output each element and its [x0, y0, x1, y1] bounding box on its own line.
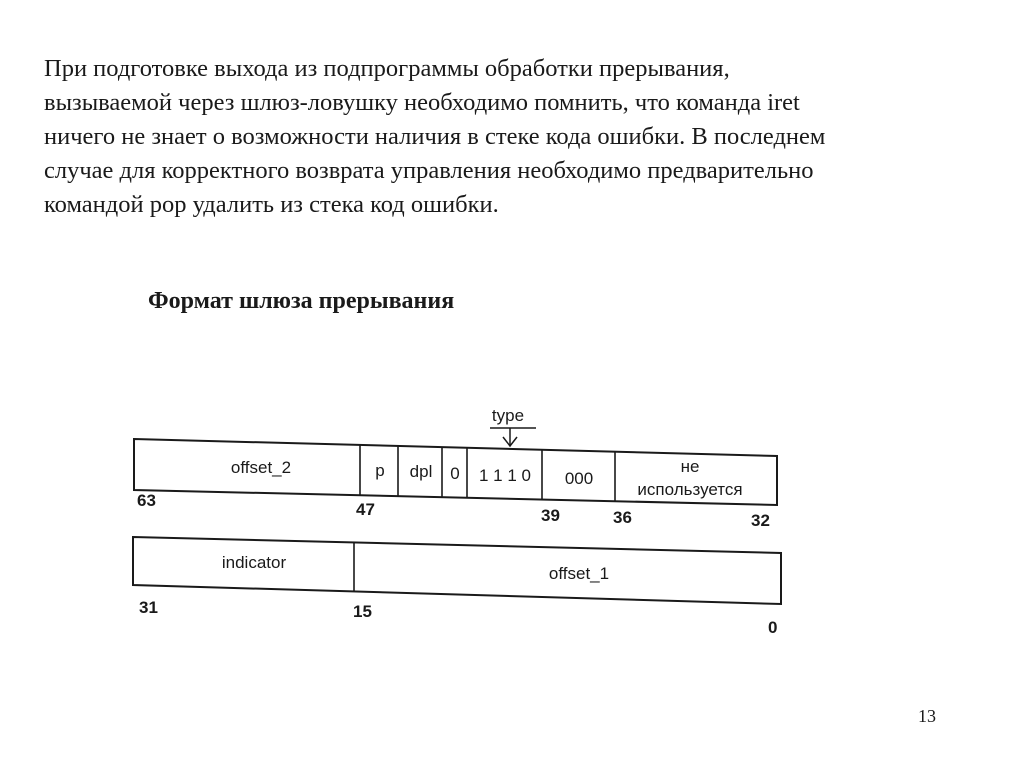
body-paragraph: При подготовке выхода из подпрограммы об… [44, 52, 984, 222]
bit-36: 36 [613, 508, 632, 527]
bit-32: 32 [751, 511, 770, 530]
paragraph-line-5: командой pop удалить из стека код ошибки… [44, 191, 499, 218]
bit-63: 63 [137, 491, 156, 510]
section-heading: Формат шлюза прерывания [148, 288, 455, 314]
field-p: p [375, 461, 384, 480]
lower-row-frame [132, 535, 782, 606]
paragraph-line-3: ничего не знает о возможности наличия в … [44, 123, 826, 150]
bit-39: 39 [541, 506, 560, 525]
field-offset-1: offset_1 [549, 564, 609, 583]
type-arrow-head [502, 436, 518, 448]
field-offset-2: offset_2 [231, 458, 291, 477]
page-number: 13 [918, 706, 936, 726]
field-type-bits: 1 1 1 0 [479, 466, 531, 485]
field-unused-line-2: используется [637, 480, 742, 499]
bit-15: 15 [353, 602, 372, 621]
field-dpl: dpl [410, 462, 433, 481]
field-indicator: indicator [222, 553, 287, 572]
bit-0: 0 [768, 618, 777, 637]
field-zeros: 000 [565, 469, 593, 488]
paragraph-line-1: При подготовке выхода из подпрограммы об… [44, 55, 730, 82]
upper-row-frame [133, 437, 778, 507]
bit-31: 31 [139, 598, 158, 617]
type-label: type [492, 406, 524, 425]
paragraph-line-2: вызываемой через шлюз-ловушку необходимо… [44, 89, 800, 116]
field-unused-line-1: не [681, 457, 700, 476]
paragraph-line-4: случае для корректного возврата управлен… [44, 157, 814, 184]
field-zero: 0 [450, 464, 459, 483]
bit-47: 47 [356, 500, 375, 519]
